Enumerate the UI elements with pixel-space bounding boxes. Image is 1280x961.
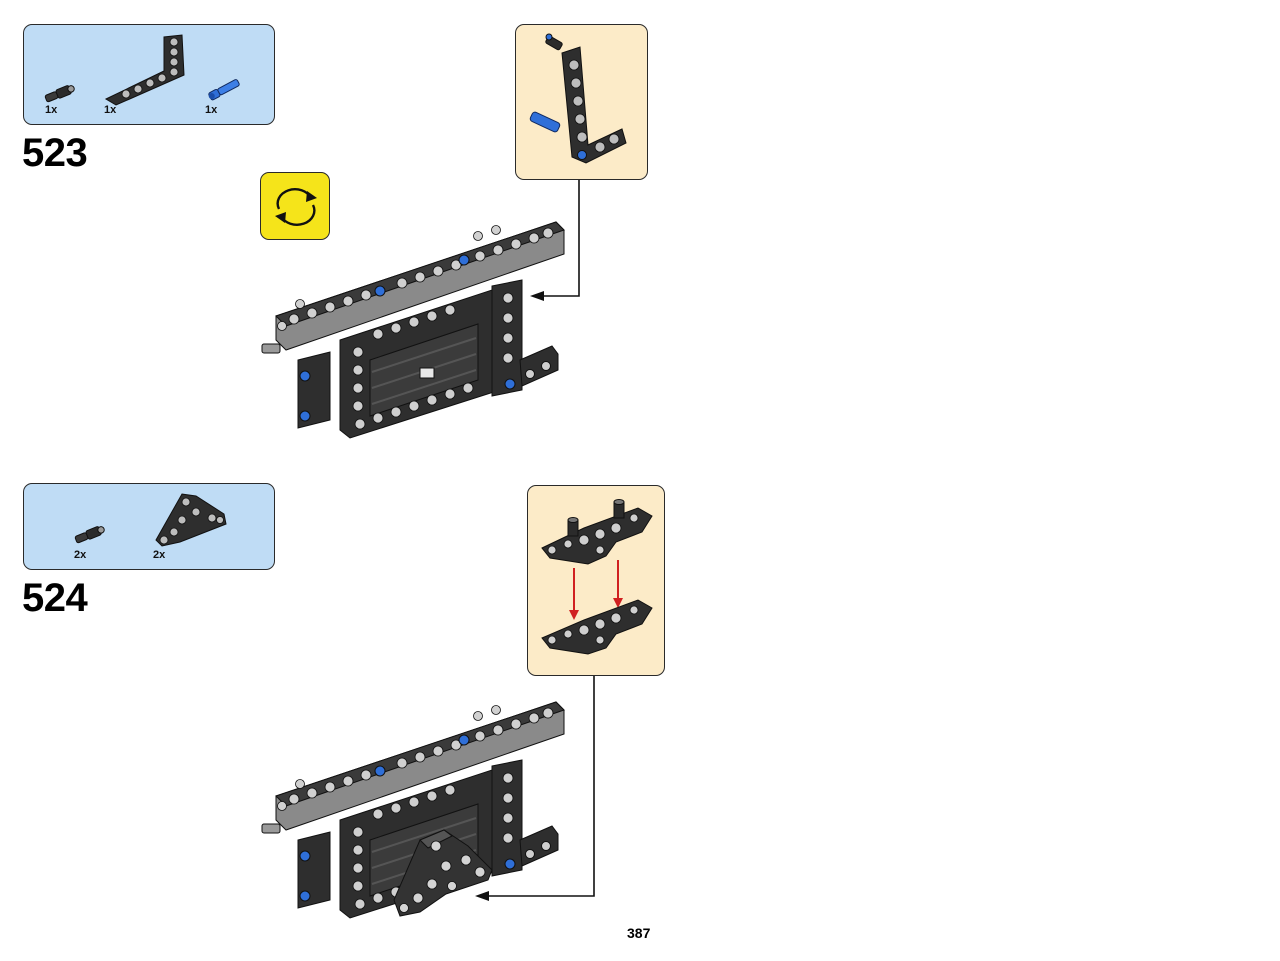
- rotate-indicator: [260, 172, 330, 240]
- black-axle-pin-icon: [44, 85, 75, 103]
- black-axle-pin-icon: [545, 33, 563, 51]
- parts-art-523: [44, 34, 240, 106]
- sub-assembly-callout-524: [527, 485, 665, 676]
- sub-assembly-callout-523: [515, 24, 648, 180]
- black-l-beam-icon: [561, 46, 627, 164]
- sub-assembly-art-524: [541, 499, 653, 655]
- step-number: 524: [22, 576, 88, 620]
- black-axle-pin-icon: [74, 526, 105, 544]
- black-triangle-connector-icon: [541, 599, 653, 655]
- part-qty: 1x: [104, 104, 117, 116]
- parts-list-523: 1x 1x 1x: [23, 24, 275, 125]
- black-triangle-connector-icon: [393, 829, 493, 917]
- sub-assembly-art-523: [529, 33, 627, 164]
- black-triangle-connector-icon: [155, 493, 227, 547]
- frame-assembly-523: [261, 221, 565, 439]
- part-qty: 2x: [153, 549, 166, 561]
- page-number: 387: [627, 925, 651, 941]
- black-triangle-connector-icon: [541, 507, 653, 565]
- part-qty: 1x: [45, 104, 58, 116]
- black-axle-pin-icon: [567, 499, 625, 537]
- step-number: 523: [22, 131, 88, 175]
- part-qty: 1x: [205, 104, 218, 116]
- parts-list-524: 2x 2x: [23, 483, 275, 570]
- frame-assembly-524: [261, 701, 565, 919]
- blue-axle-pin-icon: [529, 111, 561, 133]
- part-qty: 2x: [74, 549, 87, 561]
- red-assembly-arrow-icon: [569, 560, 623, 620]
- rotate-model-icon: [275, 188, 317, 226]
- parts-art-524: [74, 493, 227, 547]
- black-l-beam-icon: [104, 34, 185, 106]
- blue-axle-pin-icon: [208, 79, 240, 101]
